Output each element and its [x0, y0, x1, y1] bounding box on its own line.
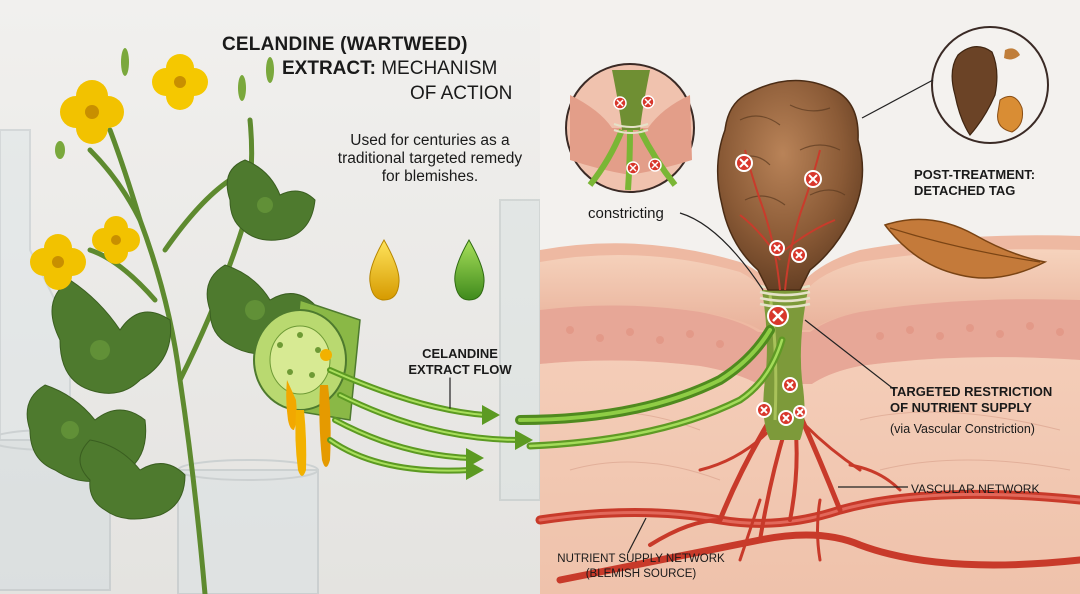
targeted-restriction-label: TARGETED RESTRICTION OF NUTRIENT SUPPLY: [890, 384, 1053, 415]
vascular-network-label: VASCULAR NETWORK: [911, 482, 1040, 496]
post-treatment-inset: [931, 26, 1049, 144]
skin-cross-section: [540, 235, 1080, 594]
title-line-3: OF ACTION: [410, 83, 513, 104]
title-line-2-bold: EXTRACT:: [282, 58, 376, 79]
flow-arrows: [327, 367, 533, 480]
wart-tag: [716, 79, 864, 291]
intro-text: Used for centuries as a traditional targ…: [337, 132, 523, 185]
extract-flow-label: CELANDINE EXTRACT FLOW: [408, 346, 512, 377]
constriction-inset: [565, 63, 695, 193]
celandine-plant: [26, 48, 316, 594]
extract-drops: [369, 238, 485, 301]
vascular-network: [535, 412, 1080, 584]
title-line-1: CELANDINE (WARTWEED): [222, 34, 468, 55]
constricting-label: constricting: [588, 205, 664, 222]
post-treatment-label: POST-TREATMENT: DETACHED TAG: [914, 167, 1036, 198]
extract-flow-streams: [515, 325, 786, 450]
flowers: [30, 54, 208, 290]
title-line-2: EXTRACT: MECHANISM: [282, 58, 497, 80]
stem-cross-section: [253, 298, 361, 476]
lab-glassware: [0, 129, 541, 594]
title-line-2-rest: MECHANISM: [375, 58, 498, 79]
targeted-restriction-sublabel: (via Vascular Constriction): [890, 422, 1035, 436]
detached-leaf: [883, 218, 1048, 279]
nutrient-supply-label: NUTRIENT SUPPLY NETWORK (BLEMISH SOURCE): [557, 553, 725, 580]
blocked-vessel-markers: [735, 154, 822, 426]
connector-lines: [627, 79, 934, 554]
